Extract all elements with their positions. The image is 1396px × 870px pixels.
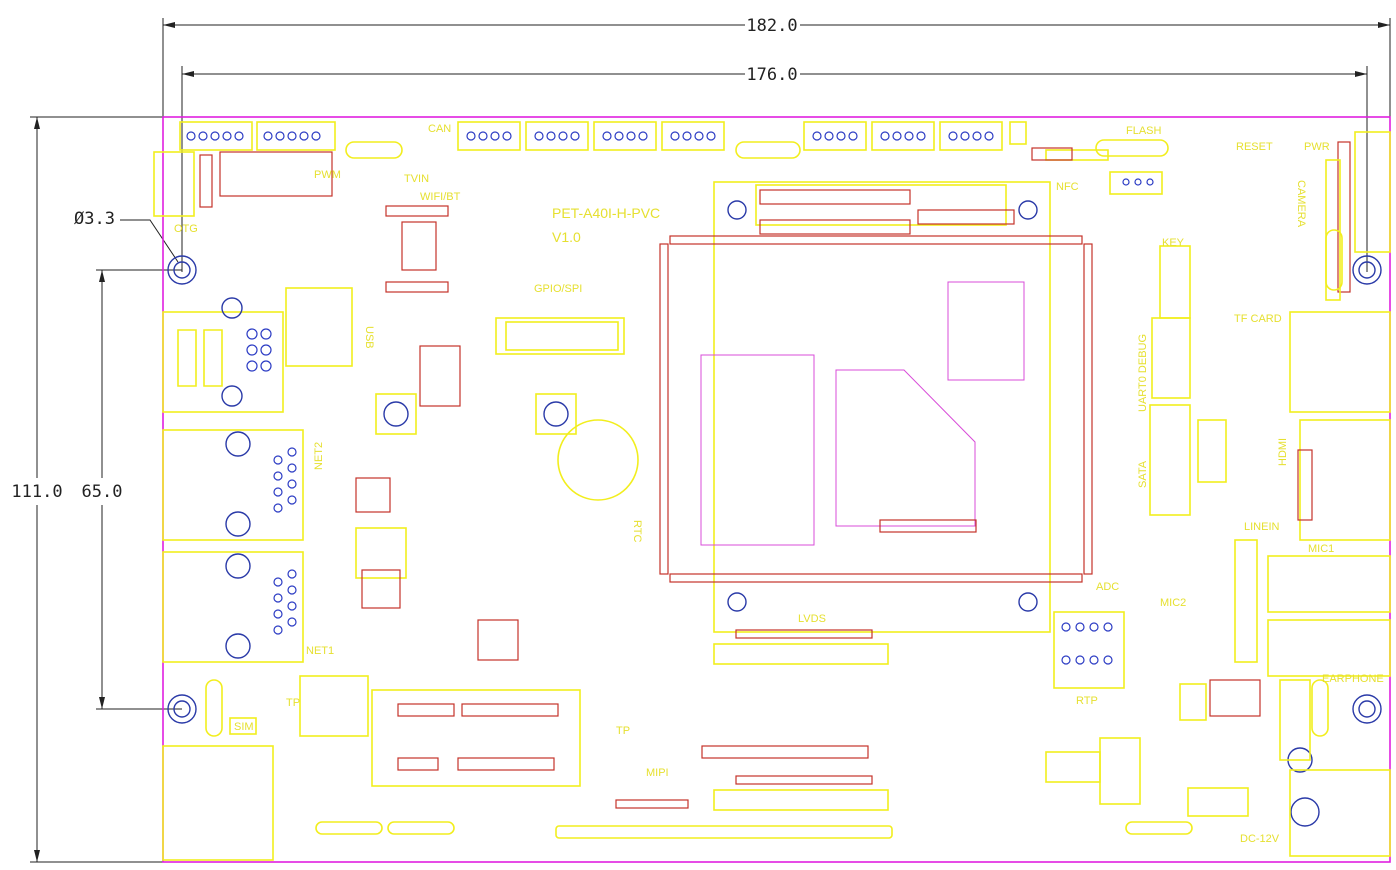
label-sim: SIM — [234, 721, 254, 733]
width-outer-dimension: 182.0 — [746, 16, 797, 36]
left-connectors — [153, 151, 304, 861]
board-outline — [162, 116, 1391, 863]
label-pwr: PWR — [1304, 141, 1330, 153]
board-model-label: PET-A40I-H-PVC — [552, 205, 660, 221]
label-reset: RESET — [1236, 141, 1273, 153]
label-key: KEY — [1162, 237, 1185, 249]
label-sata: SATA — [1137, 460, 1149, 488]
label-rtp: RTP — [1076, 695, 1098, 707]
height-outer-dimension: 111.0 — [11, 482, 62, 502]
label-mipi: MIPI — [646, 767, 669, 779]
label-adc: ADC — [1096, 581, 1119, 593]
label-otg: OTG — [174, 223, 198, 235]
dimension-lines — [30, 18, 1391, 863]
label-pwm: PWM — [314, 169, 341, 181]
label-mic2: MIC2 — [1160, 597, 1186, 609]
label-tvin: TVIN — [404, 173, 429, 185]
hole-diameter-dimension: Ø3.3 — [74, 209, 115, 229]
right-connectors — [1149, 131, 1391, 857]
label-tp: TP — [286, 697, 300, 709]
core-module — [659, 181, 1093, 633]
label-hdmi: HDMI — [1277, 438, 1289, 466]
mounting-holes — [167, 255, 1382, 724]
label-linein: LINEIN — [1244, 521, 1280, 533]
width-inner-dimension: 176.0 — [746, 65, 797, 85]
label-rtc: RTC — [631, 520, 643, 542]
silkscreen-labels: PET-A40I-H-PVC V1.0 CAN PWM TVIN WIFI/BT… — [174, 123, 1384, 845]
label-earphone: EARPHONE — [1322, 673, 1384, 685]
misc-components — [205, 139, 1343, 817]
label-usb: USB — [363, 326, 375, 349]
height-inner-dimension: 65.0 — [82, 482, 123, 502]
label-camera: CAMERA — [1295, 180, 1307, 228]
bottom-connectors — [315, 611, 1193, 839]
board-version-label: V1.0 — [552, 229, 581, 245]
label-lvds: LVDS — [798, 613, 826, 625]
label-can: CAN — [428, 123, 451, 135]
label-wifi-bt: WIFI/BT — [420, 191, 461, 203]
label-uart0-debug: UART0 DEBUG — [1137, 334, 1149, 412]
label-mic1: MIC1 — [1308, 543, 1334, 555]
label-flash: FLASH — [1126, 125, 1162, 137]
label-gpio-spi: GPIO/SPI — [534, 283, 582, 295]
top-connectors — [179, 121, 1027, 151]
label-net1: NET1 — [306, 645, 334, 657]
label-tf-card: TF CARD — [1234, 313, 1282, 325]
label-net2: NET2 — [313, 442, 325, 470]
label-tp-2: TP — [616, 725, 630, 737]
label-dc-12v: DC-12V — [1240, 833, 1280, 845]
label-nfc: NFC — [1056, 181, 1079, 193]
top-connector-pins — [186, 131, 994, 141]
